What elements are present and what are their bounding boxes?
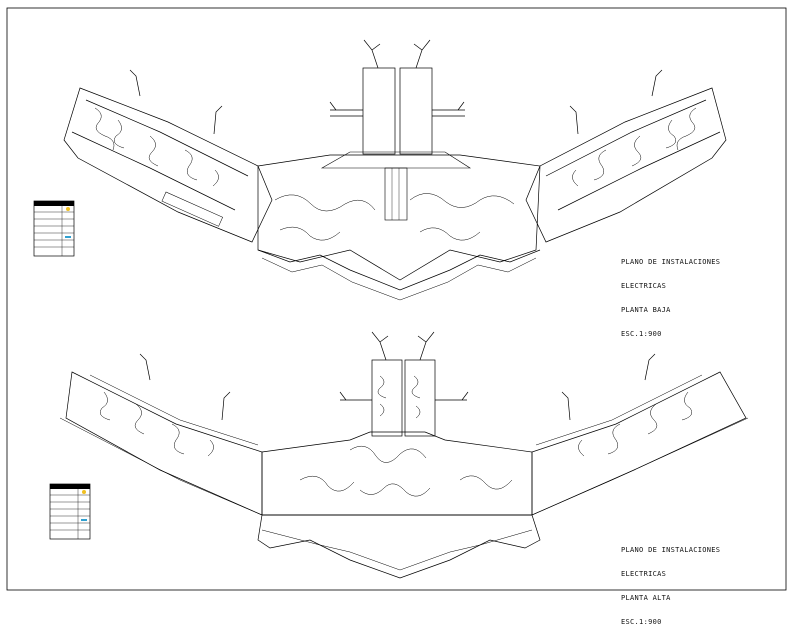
left-wing-outline — [63, 87, 273, 243]
tower-left-alta — [371, 359, 403, 437]
plan-subtitle: ELECTRICAS — [621, 282, 667, 290]
central-hall-outline — [257, 154, 541, 281]
right-wing-outline-alta — [531, 371, 747, 516]
left-wing-outline-alta — [65, 371, 263, 516]
plan-title: PLANO DE INSTALACIONES — [621, 546, 721, 554]
sheet-border — [6, 7, 787, 591]
title-block-planta-alta: PLANO DE INSTALACIONES ELECTRICAS PLANTA… — [621, 530, 720, 634]
plan-scale: ESC.1:900 — [621, 330, 662, 338]
tower-right — [399, 67, 433, 155]
title-block-planta-baja: PLANO DE INSTALACIONES ELECTRICAS PLANTA… — [621, 242, 720, 346]
plan-title: PLANO DE INSTALACIONES — [621, 258, 721, 266]
drawing-sheet: PLANO DE INSTALACIONES ELECTRICAS PLANTA… — [6, 7, 787, 626]
plan-floor-name: PLANTA ALTA — [621, 594, 671, 602]
legend-table-planta-baja — [33, 200, 75, 257]
legend-table-planta-alta — [49, 483, 91, 540]
plan-floor-name: PLANTA BAJA — [621, 306, 671, 314]
plan-subtitle: ELECTRICAS — [621, 570, 667, 578]
tower-left — [362, 67, 396, 155]
plan-planta-alta — [59, 331, 749, 579]
plan-scale: ESC.1:900 — [621, 618, 662, 626]
cad-drawing — [6, 7, 787, 591]
plan-planta-baja — [63, 39, 727, 301]
central-hall-outline-alta — [261, 431, 533, 516]
right-wing-outline — [525, 87, 727, 243]
